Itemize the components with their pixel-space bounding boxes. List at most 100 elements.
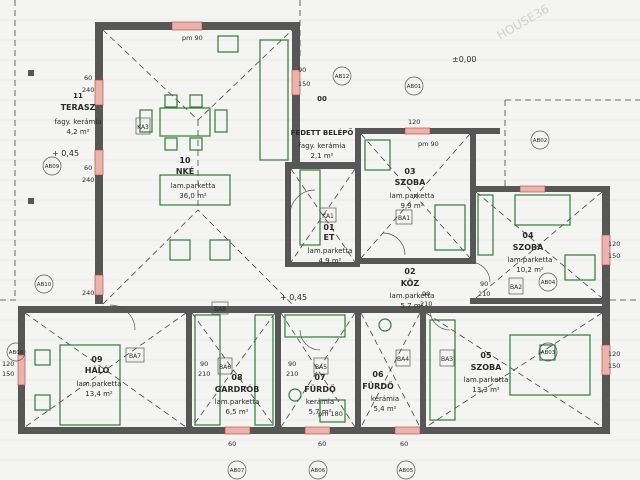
svg-text:FEDETT BELÉPŐ: FEDETT BELÉPŐ bbox=[291, 128, 354, 137]
marker-ab06: AB06 bbox=[308, 460, 328, 480]
svg-text:60: 60 bbox=[84, 74, 92, 82]
svg-text:90: 90 bbox=[298, 66, 306, 74]
svg-text:lam.parketta: lam.parketta bbox=[215, 398, 260, 406]
room-label-nke: 10 NKÉ lam.parketta 36,0 m² bbox=[171, 156, 216, 200]
room-label-gardrob: 08 GARDRÓB lam.parketta 6,5 m² bbox=[215, 373, 260, 416]
svg-text:BA3: BA3 bbox=[441, 356, 453, 363]
marker-ab07: AB07 bbox=[227, 460, 247, 480]
door-tag-ba3: BA3 bbox=[439, 349, 455, 367]
svg-text:BA1: BA1 bbox=[398, 215, 410, 222]
svg-text:5,7 m²: 5,7 m² bbox=[401, 302, 424, 310]
svg-text:SZOBA: SZOBA bbox=[471, 363, 502, 372]
svg-text:210: 210 bbox=[198, 370, 210, 378]
room-label-szoba-04: 04 SZOBA lam.parketta 10,2 m² bbox=[508, 231, 553, 274]
room-labels: 11 TERASZ fagy. kerámia 4,2 m² 10 NKÉ la… bbox=[54, 92, 552, 416]
svg-text:150: 150 bbox=[608, 252, 620, 260]
door-tag-ka3: KA3 bbox=[135, 117, 151, 135]
svg-text:150: 150 bbox=[2, 370, 14, 378]
svg-text:AB05: AB05 bbox=[399, 468, 414, 474]
door-tag-ba1: BA1 bbox=[395, 209, 413, 225]
svg-text:6,5 m²: 6,5 m² bbox=[226, 408, 249, 416]
marker-ab01: AB01 bbox=[404, 76, 424, 96]
svg-text:AB03: AB03 bbox=[541, 350, 556, 356]
svg-text:lam.parketta: lam.parketta bbox=[390, 192, 435, 200]
svg-text:13,4 m²: 13,4 m² bbox=[85, 390, 113, 398]
svg-text:4,9 m²: 4,9 m² bbox=[319, 257, 342, 265]
svg-text:2,1 m²: 2,1 m² bbox=[311, 152, 334, 160]
svg-text:210: 210 bbox=[478, 290, 490, 298]
svg-text:BA6: BA6 bbox=[219, 364, 231, 371]
svg-text:FÜRDŐ: FÜRDŐ bbox=[362, 381, 394, 391]
svg-text:00: 00 bbox=[317, 95, 327, 103]
svg-text:09: 09 bbox=[91, 355, 103, 364]
svg-text:AB08: AB08 bbox=[9, 350, 24, 356]
dimension-labels: pm 90 90 150 60 240 60 240 240 pm 90 120… bbox=[2, 34, 620, 448]
room-label-halo: 09 HÁLÓ lam.parketta 13,4 m² bbox=[77, 355, 122, 398]
door-tag-ba2: BA2 bbox=[508, 277, 524, 295]
terrace-level: + 0,45 bbox=[52, 149, 79, 158]
marker-ab04: AB04 bbox=[538, 272, 558, 292]
svg-text:03: 03 bbox=[404, 167, 415, 176]
marker-ab08: AB08 bbox=[6, 342, 26, 362]
svg-text:60: 60 bbox=[400, 440, 408, 448]
svg-text:04: 04 bbox=[522, 231, 534, 240]
marker-ab03: AB03 bbox=[538, 342, 558, 362]
svg-text:240: 240 bbox=[82, 86, 94, 94]
svg-text:07: 07 bbox=[314, 373, 325, 382]
marker-ab02: AB02 bbox=[530, 130, 550, 150]
svg-text:10,2 m²: 10,2 m² bbox=[516, 266, 544, 274]
room-label-szoba-05: 05 SZOBA lam.parketta 13,3 m² bbox=[464, 351, 509, 394]
door-tag-ba7: BA7 bbox=[125, 347, 145, 363]
windows bbox=[17, 21, 611, 435]
svg-text:120: 120 bbox=[408, 118, 420, 126]
roof-lines bbox=[24, 29, 603, 428]
door-tag-ba8: BA8 bbox=[211, 301, 229, 315]
svg-text:BA5: BA5 bbox=[315, 364, 327, 371]
svg-text:lam.parketta: lam.parketta bbox=[390, 292, 435, 300]
door-tag-ba5: BA5 bbox=[313, 357, 329, 375]
svg-text:5,4 m²: 5,4 m² bbox=[374, 405, 397, 413]
svg-text:AB01: AB01 bbox=[407, 84, 422, 90]
svg-text:KA3: KA3 bbox=[137, 124, 149, 131]
svg-text:SZOBA: SZOBA bbox=[395, 178, 426, 187]
svg-text:lam.parketta: lam.parketta bbox=[77, 380, 122, 388]
room-label-koz: 02 KÖZ lam.parketta 5,7 m² bbox=[390, 267, 435, 310]
svg-text:90: 90 bbox=[200, 360, 208, 368]
svg-text:10: 10 bbox=[179, 156, 191, 165]
svg-text:210: 210 bbox=[420, 300, 432, 308]
svg-text:01: 01 bbox=[323, 223, 335, 232]
svg-text:BA4: BA4 bbox=[397, 356, 409, 363]
svg-text:NKÉ: NKÉ bbox=[176, 165, 194, 176]
svg-text:SZOBA: SZOBA bbox=[513, 243, 544, 252]
svg-text:AB12: AB12 bbox=[335, 74, 350, 80]
door-tag-ka1: KA1 bbox=[319, 207, 337, 223]
svg-text:11: 11 bbox=[73, 92, 83, 100]
svg-text:BA2: BA2 bbox=[510, 284, 522, 291]
svg-text:KA1: KA1 bbox=[322, 213, 334, 220]
svg-text:02: 02 bbox=[404, 267, 415, 276]
svg-text:210: 210 bbox=[286, 370, 298, 378]
svg-text:GARDRÓB: GARDRÓB bbox=[215, 383, 260, 394]
svg-text:kerámia: kerámia bbox=[306, 398, 334, 406]
svg-text:lam.parketta: lam.parketta bbox=[171, 182, 216, 190]
marker-ab05: AB05 bbox=[396, 460, 416, 480]
svg-text:AB10: AB10 bbox=[37, 282, 52, 288]
floor-level: + 0,45 bbox=[280, 293, 307, 302]
svg-text:150: 150 bbox=[298, 80, 310, 88]
svg-text:FÜRDŐ: FÜRDŐ bbox=[304, 384, 336, 394]
svg-text:120: 120 bbox=[608, 350, 620, 358]
room-label-et: 01 ET lam.parketta 4,9 m² bbox=[308, 223, 353, 265]
svg-text:150: 150 bbox=[608, 362, 620, 370]
svg-text:120: 120 bbox=[2, 360, 14, 368]
svg-text:TERASZ: TERASZ bbox=[61, 103, 96, 112]
svg-text:BA7: BA7 bbox=[129, 353, 141, 360]
svg-text:240: 240 bbox=[82, 176, 94, 184]
svg-text:pm 90: pm 90 bbox=[182, 34, 203, 42]
svg-text:AB06: AB06 bbox=[311, 468, 326, 474]
svg-text:fagy. kerámia: fagy. kerámia bbox=[298, 142, 345, 150]
svg-text:pm 180: pm 180 bbox=[318, 410, 343, 418]
marker-ab12: AB12 bbox=[332, 66, 352, 86]
room-label-terasz: 11 TERASZ fagy. kerámia 4,2 m² bbox=[54, 92, 101, 136]
svg-text:AB07: AB07 bbox=[230, 468, 245, 474]
